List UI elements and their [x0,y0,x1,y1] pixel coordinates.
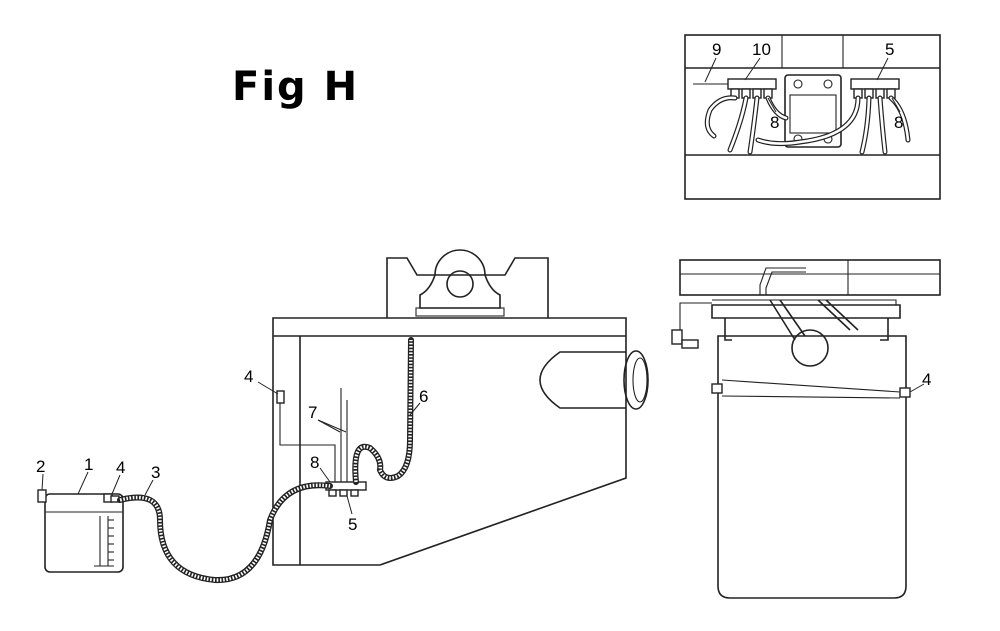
inset-label-8-left: 8 [770,113,779,132]
label-1: 1 [84,455,93,474]
inset-label-5: 5 [885,40,894,59]
machine-front-view [272,249,649,566]
label-2: 2 [36,457,45,476]
inset-label-8-right: 8 [894,113,903,132]
label-3: 3 [151,463,160,482]
label-8: 8 [310,453,319,472]
label-4-reservoir: 4 [116,458,125,477]
side-label-4: 4 [922,370,931,389]
machine-side-view [671,259,941,599]
inset-label-9: 9 [712,40,721,59]
inset-label-10: 10 [752,40,771,59]
figure-title: Fig H [232,64,360,110]
label-4-body: 4 [244,367,253,386]
inset-detail-view [684,34,941,200]
oil-reservoir [37,482,333,584]
label-7: 7 [308,403,317,422]
label-5: 5 [348,515,357,534]
label-6: 6 [419,387,428,406]
main-leaders [41,381,421,515]
